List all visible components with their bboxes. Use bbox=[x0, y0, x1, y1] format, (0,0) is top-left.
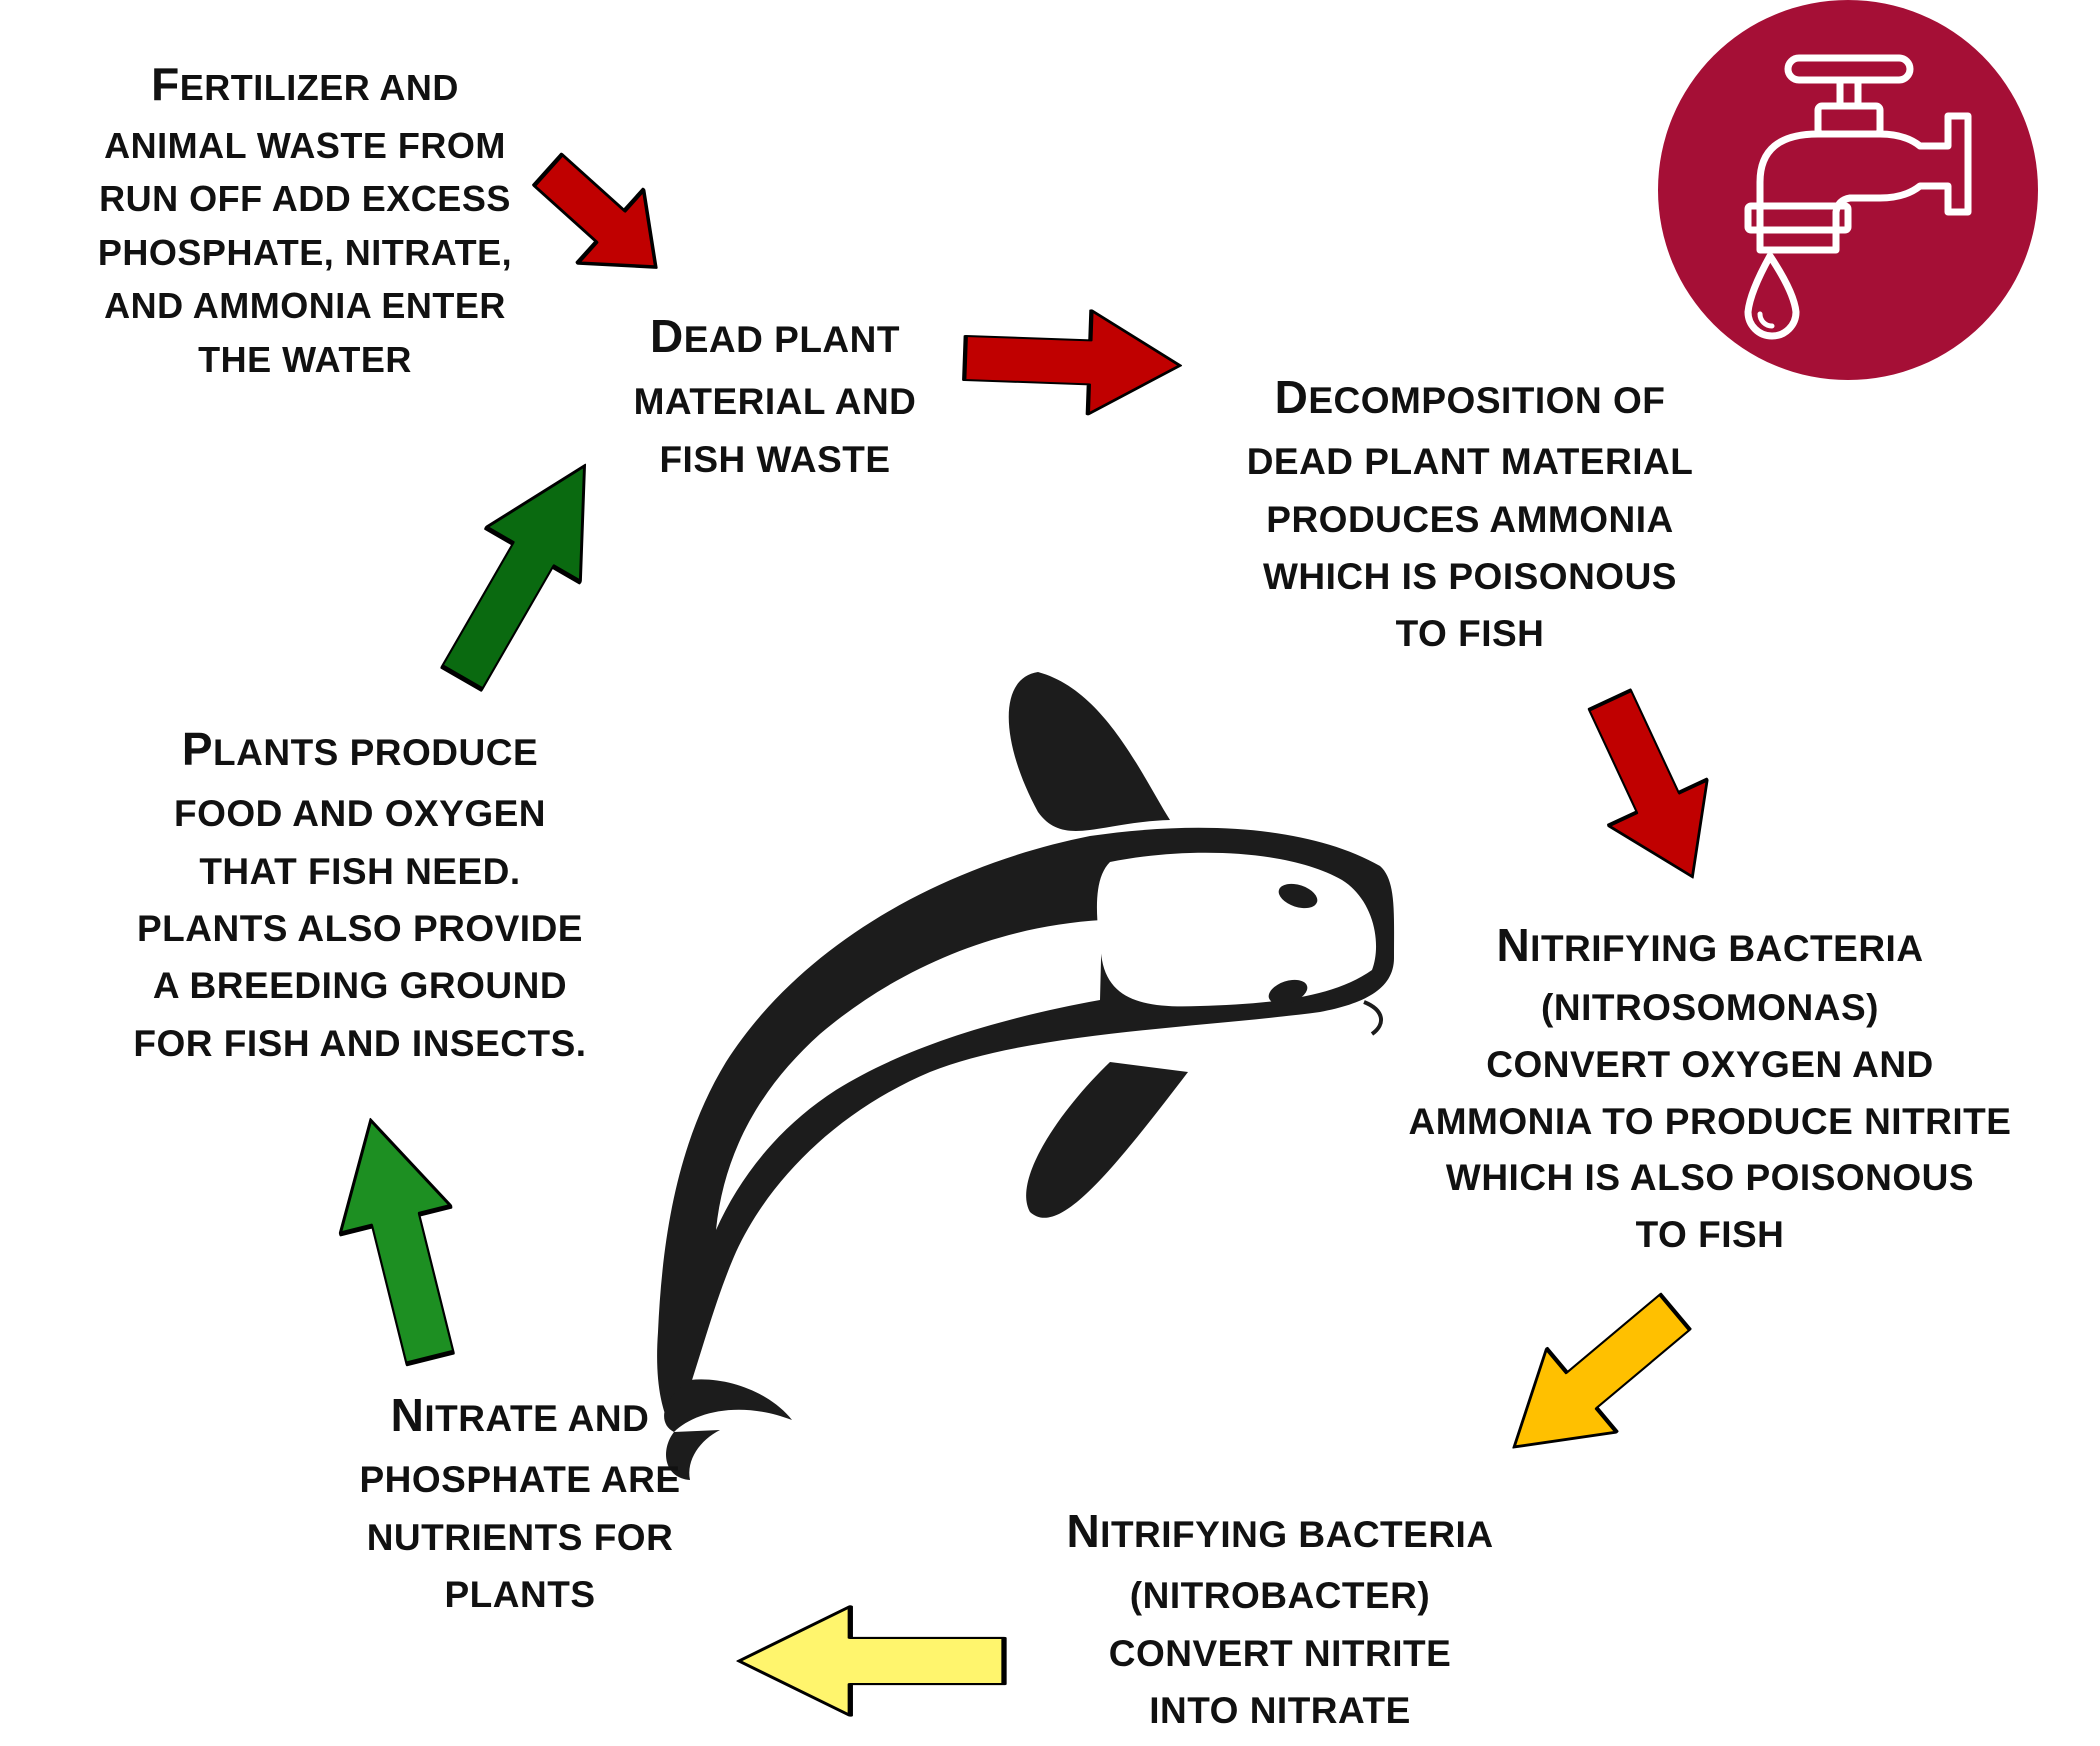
water-tap-icon bbox=[1658, 0, 2038, 380]
nitrosomonas-label: Nitrifying bacteria (Nitrosomonas) conve… bbox=[1408, 919, 2012, 1255]
runoff-label: FERTILIZER AND ANIMAL WASTE FROM RUN OFF… bbox=[97, 58, 513, 381]
plants-label: Plants produce food and oxygen that fish… bbox=[133, 723, 587, 1064]
nitrobacter-arrow bbox=[739, 1606, 1004, 1715]
nitrosomonas-arrow bbox=[1477, 1268, 1712, 1491]
nutrients-label: Nitrate and phosphate are nutrients for … bbox=[359, 1389, 681, 1615]
decomposition-arrow bbox=[1558, 675, 1744, 902]
nutrients-arrow bbox=[315, 1106, 485, 1371]
koi-fish-icon bbox=[657, 672, 1395, 1480]
dead-material-arrow bbox=[963, 306, 1181, 417]
decomposition-label: Decomposition of dead plant material pro… bbox=[1246, 371, 1694, 655]
nitrobacter-label: Nitrifying bacteria (Nitrobacter) conver… bbox=[1066, 1505, 1494, 1731]
dead-material-label: Dead plant material and fish waste bbox=[633, 310, 917, 481]
